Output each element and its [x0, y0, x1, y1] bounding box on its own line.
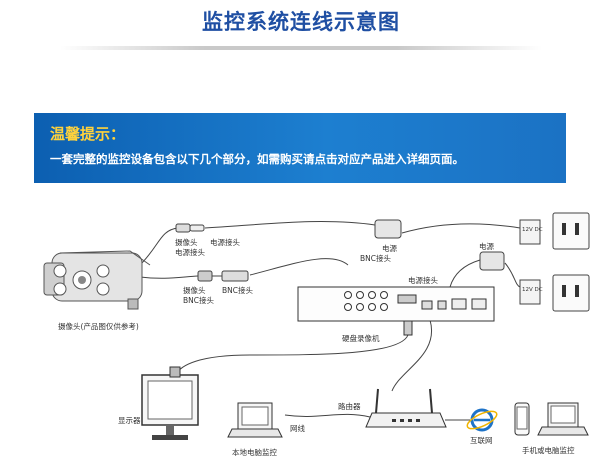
page-title: 监控系统连线示意图: [202, 10, 400, 34]
cable-router-pc: [284, 413, 371, 418]
power-adapter-icon: [374, 219, 402, 239]
tip-banner: 温馨提示： 一套完整的监控设备包含以下几个部分，如需购买请点击对应产品进入详细页…: [34, 113, 566, 183]
cable-power-top: [204, 221, 376, 229]
router-icon: [365, 388, 447, 428]
dvr-icon: [297, 286, 495, 336]
local-pc-label: 本地电脑监控: [232, 447, 277, 457]
cable-camera-power: [139, 227, 179, 266]
dc-adapter-icon: 12V DC: [519, 219, 543, 245]
adapter-label: 12V DC: [522, 227, 543, 233]
dvr-power-label: 电源接头: [408, 275, 438, 285]
adapter-label: 12V DC: [522, 287, 543, 293]
wall-socket-icon: [552, 274, 590, 312]
power-adapter-icon: [479, 251, 505, 271]
network-cable-label: 网线: [290, 423, 305, 433]
cable-dvr-power: [449, 259, 481, 288]
camera-icon: [43, 250, 151, 310]
bnc-plug-label: BNC接头: [222, 285, 253, 295]
monitor-label: 显示器: [118, 416, 141, 425]
camera-label: 摄像头(产品图仅供参考): [58, 321, 139, 331]
tip-heading: 温馨提示：: [50, 125, 126, 143]
camera-power-label: 电源接头: [175, 247, 205, 257]
tip-text: 一套完整的监控设备包含以下几个部分，如需购买请点击对应产品进入详细页面。: [50, 152, 464, 166]
camera-bnc-label: 摄像头: [183, 285, 206, 295]
laptop-icon: [537, 402, 589, 436]
cable-bnc-dvr: [249, 258, 349, 276]
power-plug-icon: [175, 223, 205, 233]
power-label: 电源: [382, 243, 397, 253]
phone-icon: [514, 402, 530, 436]
cable-dvr-router: [391, 319, 433, 392]
bnc-plug-icon: [197, 270, 249, 282]
dvr-label: 硬盘录像机: [342, 333, 380, 343]
cable-camera-bnc: [139, 275, 199, 279]
internet-label: 互联网: [470, 436, 493, 445]
router-label: 路由器: [338, 401, 361, 411]
internet-icon: [466, 408, 498, 432]
cable-adapter-top: [401, 223, 521, 234]
monitor-icon: [141, 366, 199, 440]
camera-power-label: 摄像头: [175, 237, 198, 247]
wall-socket-icon: [552, 212, 590, 250]
power-plug-label: 电源接头: [210, 237, 240, 247]
dc-adapter-icon: 12V DC: [519, 279, 543, 305]
laptop-icon: [227, 402, 283, 438]
dvr-bnc-label: BNC接头: [360, 253, 391, 263]
cable-adapter-right: [504, 262, 521, 288]
camera-bnc-label: BNC接头: [183, 295, 214, 305]
remote-monitor-label: 手机或电脑监控: [522, 445, 575, 455]
power-label: 电源: [479, 241, 494, 251]
cable-dvr-monitor: [175, 334, 409, 376]
title-divider: [60, 46, 542, 50]
wiring-diagram: 12V DC 12V DC: [43, 212, 590, 457]
